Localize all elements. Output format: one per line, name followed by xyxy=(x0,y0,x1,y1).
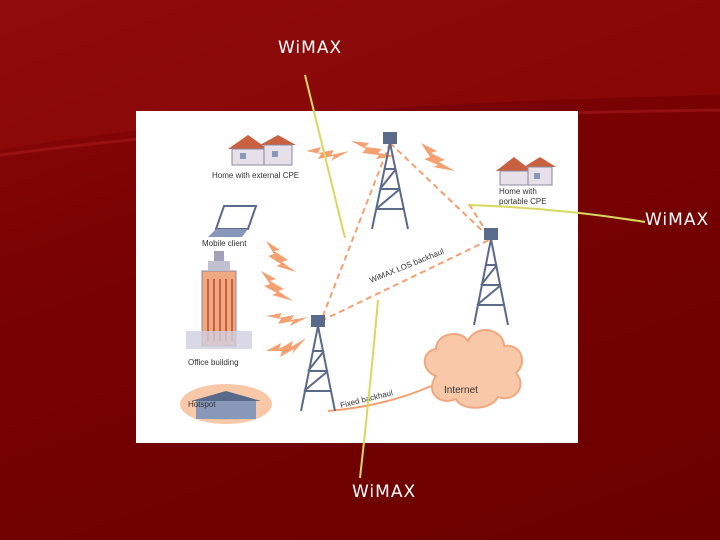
wimax-label-right: WiMAX xyxy=(645,210,710,230)
internet-cloud-icon xyxy=(423,329,523,409)
home-portable-label-2: portable CPE xyxy=(499,197,547,206)
fixed-backhaul-line xyxy=(327,385,432,412)
tower-bottom xyxy=(300,315,336,412)
office-building-icon xyxy=(186,251,252,349)
callout-line-top xyxy=(304,74,346,239)
wireless-links xyxy=(261,141,455,357)
home-external-label: Home with external CPE xyxy=(212,171,299,180)
wimax-label-bottom: WiMAX xyxy=(352,482,417,502)
home-portable-cpe-icon xyxy=(496,157,556,186)
hotspot-icon xyxy=(180,384,272,424)
wimax-label-top: WiMAX xyxy=(278,38,343,58)
network-diagram: Home with external CPE Home with portabl… xyxy=(180,132,556,424)
tower-right xyxy=(473,228,509,326)
home-external-cpe-icon xyxy=(228,135,296,166)
home-portable-label-1: Home with xyxy=(499,187,537,196)
tower-top xyxy=(371,132,409,230)
mobile-client-label: Mobile client xyxy=(202,239,247,248)
callout-line-right xyxy=(467,204,646,223)
office-building-label: Office building xyxy=(188,358,239,367)
diagram-panel: Home with external CPE Home with portabl… xyxy=(136,111,578,443)
hotspot-label: Hotspot xyxy=(188,400,216,409)
laptop-icon xyxy=(208,205,258,237)
internet-label: Internet xyxy=(444,385,478,396)
callout-line-bottom xyxy=(359,299,379,479)
